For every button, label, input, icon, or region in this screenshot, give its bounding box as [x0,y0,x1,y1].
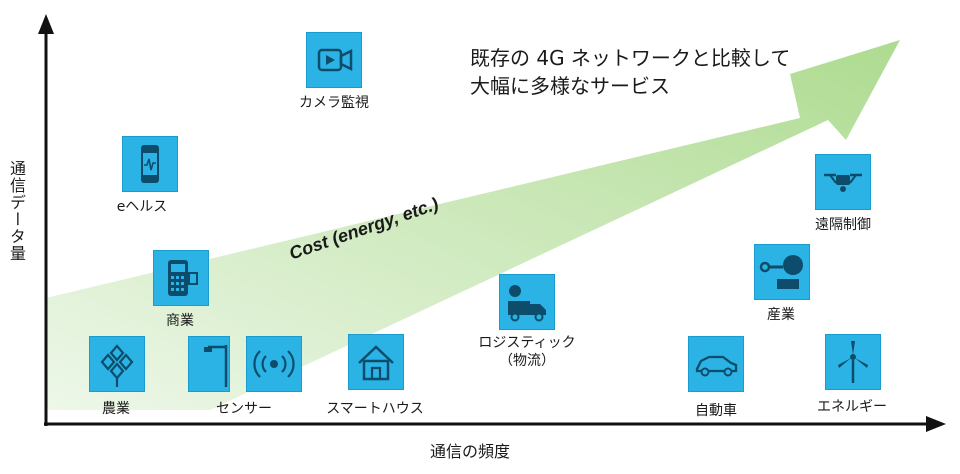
sensor-icon [246,336,302,392]
wind-turbine-icon [825,334,881,390]
ehealth-label: eヘルス [116,199,168,215]
y-axis-arrowhead [38,14,54,34]
pos-terminal-icon [153,250,209,306]
growth-arrow [46,40,900,410]
drone-icon [815,154,871,210]
remote-label: 遠隔制御 [815,217,871,233]
headline-line1: 既存の 4G ネットワークと比較して [470,46,791,70]
truck-icon [499,274,555,330]
house-icon [348,334,404,390]
sensor-label: センサー [216,401,272,417]
industry-label: 産業 [767,307,795,323]
energy-label: エネルギー [817,399,887,415]
commerce-label: 商業 [166,313,194,329]
headline-line2: 大幅に多様なサービス [470,74,670,98]
camera-label: カメラ監視 [299,95,369,111]
car-label: 自動車 [695,403,737,419]
ehealth-icon [122,136,178,192]
camera-icon [306,32,362,88]
logistics-label-1: ロジスティック [478,335,576,351]
smarthouse-label: スマートハウス [326,401,424,417]
logistics-label-2: （物流） [499,353,555,369]
agriculture-icon [89,336,145,392]
x-axis-arrowhead [926,416,946,432]
headline: 既存の 4G ネットワークと比較して 大幅に多様なサービス [470,44,790,100]
robot-arm-icon [754,244,810,300]
x-axis-label: 通信の頻度 [429,442,511,461]
y-axis-label: 通信データ量 [7,160,26,262]
car-icon [688,336,744,392]
agriculture-label: 農業 [102,401,130,417]
street-light-icon [188,336,230,392]
